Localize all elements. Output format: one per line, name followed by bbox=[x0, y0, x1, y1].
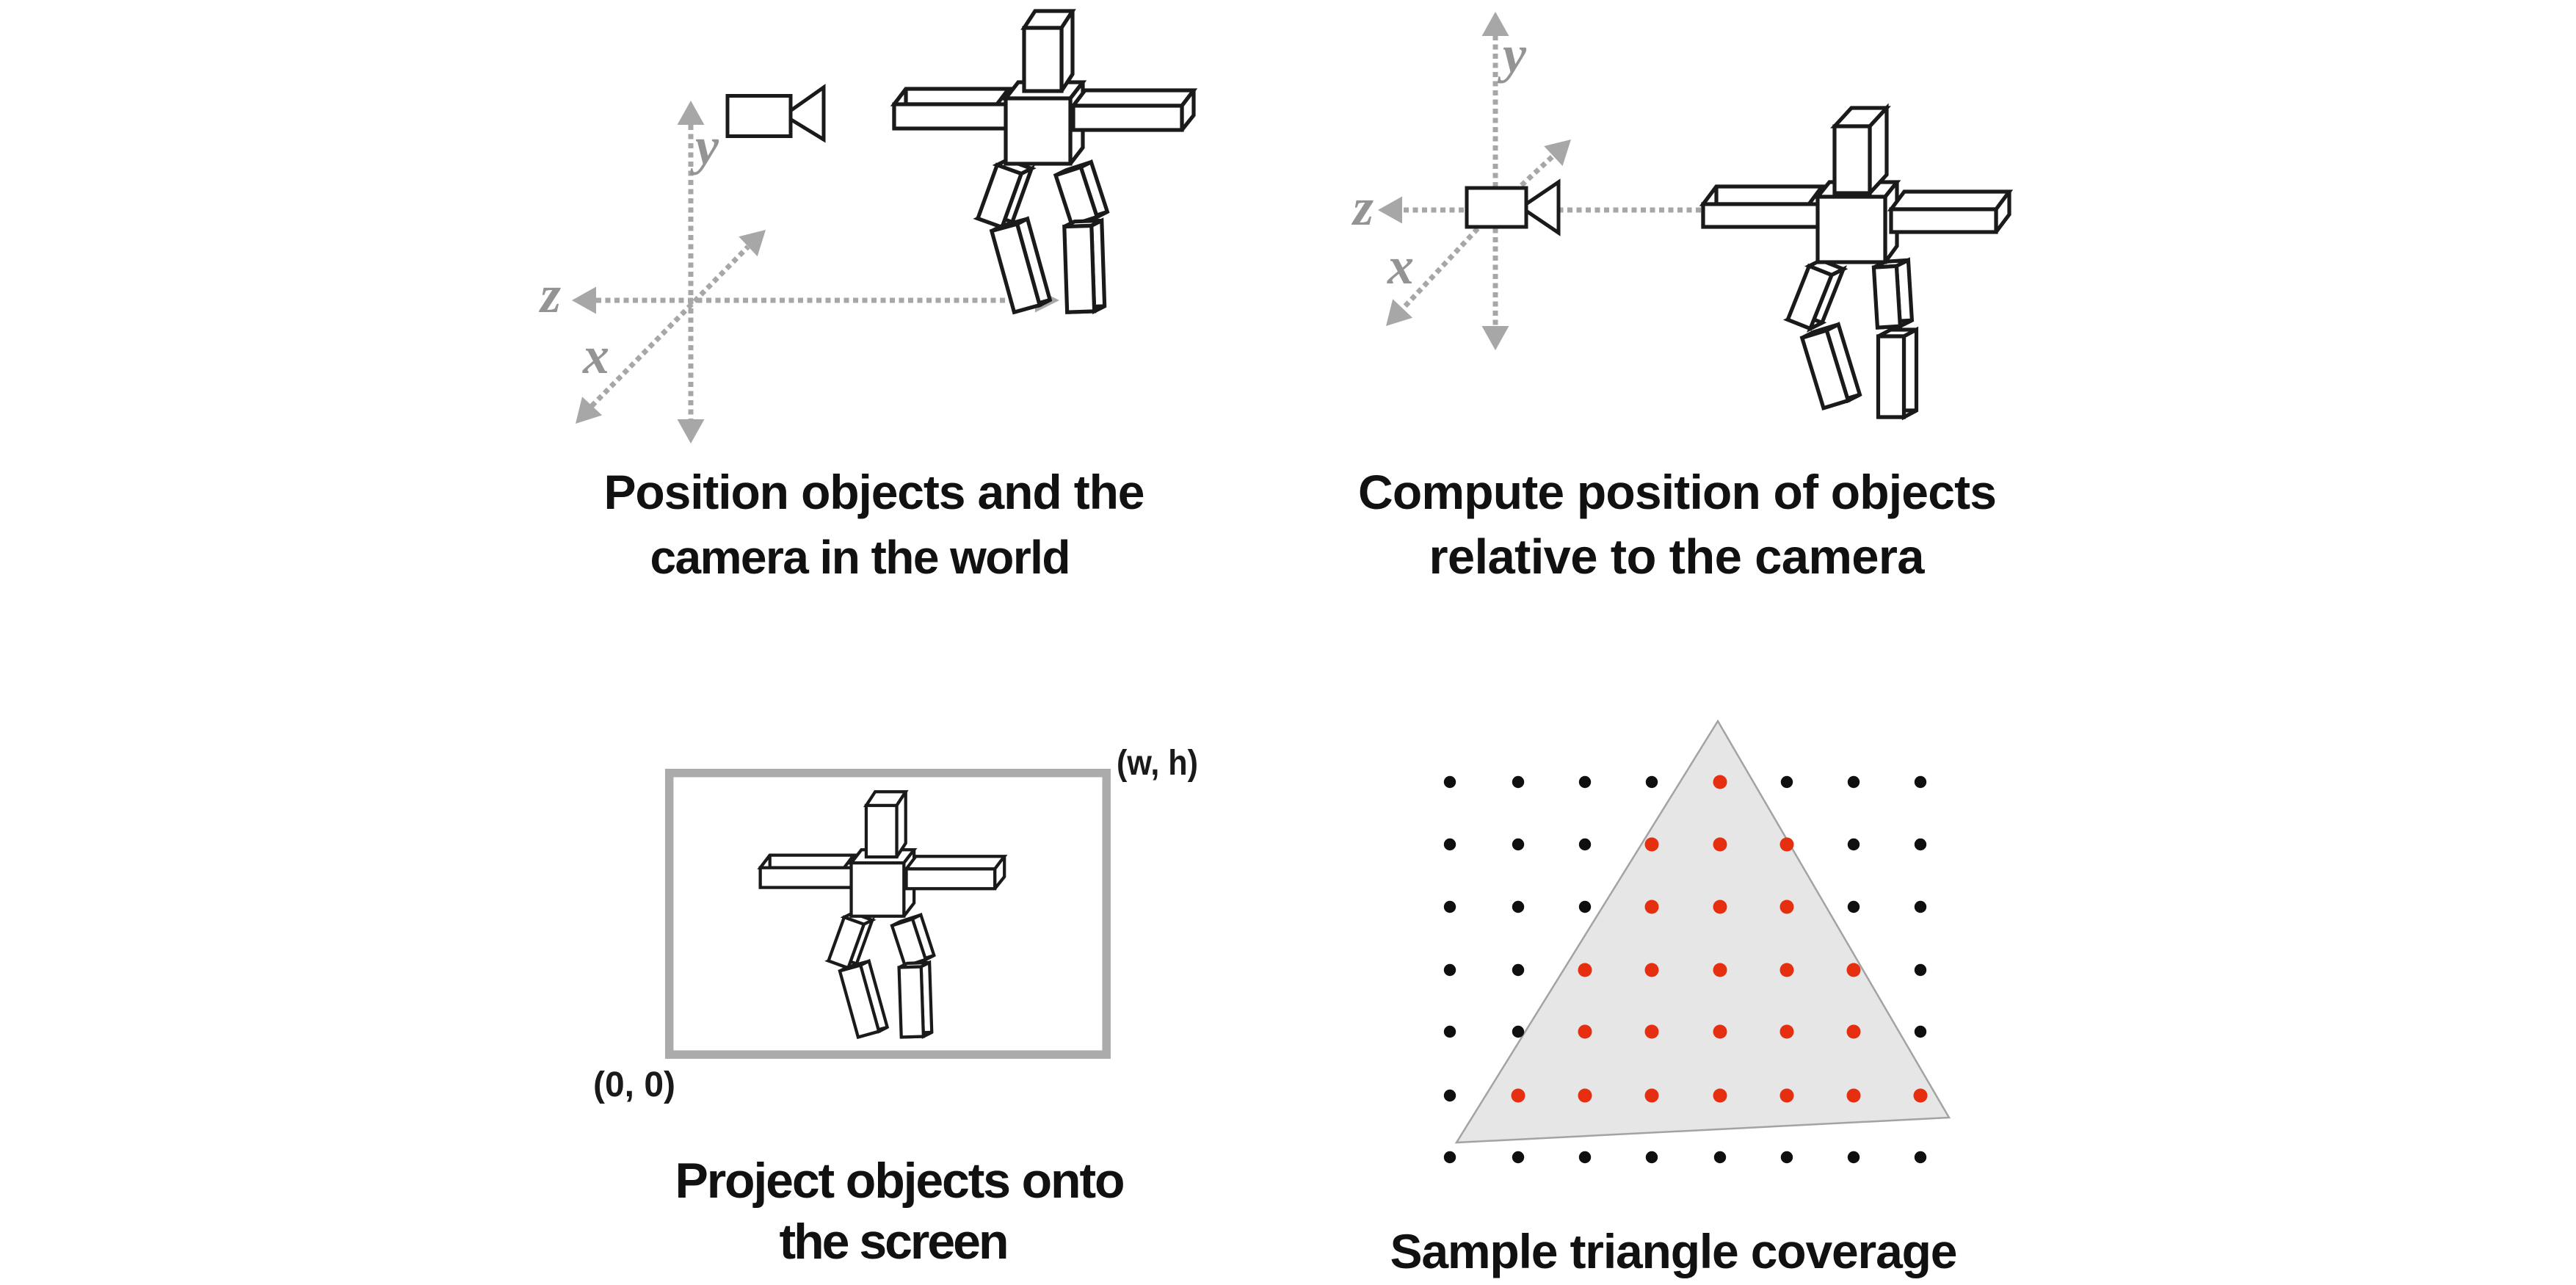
svg-text:Sample triangle coverage: Sample triangle coverage bbox=[1390, 1224, 1958, 1278]
svg-text:Compute position of objects: Compute position of objects bbox=[1358, 465, 1997, 519]
svg-text:Position objects and the: Position objects and the bbox=[604, 465, 1145, 519]
svg-text:z: z bbox=[1351, 178, 1374, 236]
svg-text:x: x bbox=[582, 326, 609, 385]
svg-text:z: z bbox=[538, 265, 561, 324]
svg-text:Project objects onto: Project objects onto bbox=[675, 1153, 1125, 1209]
svg-text:relative to the camera: relative to the camera bbox=[1429, 529, 1926, 584]
svg-text:camera in the world: camera in the world bbox=[650, 531, 1071, 584]
svg-text:(0, 0): (0, 0) bbox=[593, 1065, 675, 1104]
svg-text:x: x bbox=[1387, 236, 1414, 295]
svg-text:the screen: the screen bbox=[780, 1214, 1009, 1270]
svg-text:(w, h): (w, h) bbox=[1117, 744, 1198, 783]
